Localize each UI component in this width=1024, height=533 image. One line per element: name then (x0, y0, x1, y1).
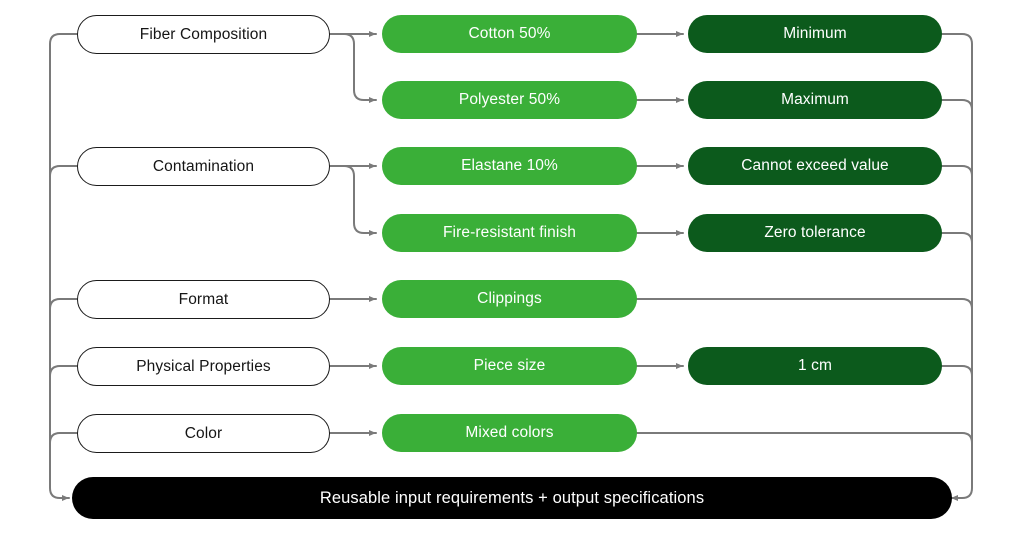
summary-bar[interactable]: Reusable input requirements + output spe… (72, 477, 952, 519)
category-format[interactable]: Format (77, 280, 330, 319)
attribute-mixed-colors[interactable]: Mixed colors (382, 414, 637, 452)
attribute-label: Piece size (473, 357, 546, 374)
summary-label: Reusable input requirements + output spe… (319, 488, 705, 507)
attribute-label: Polyester 50% (458, 91, 561, 108)
value-label: 1 cm (798, 357, 832, 374)
wire-left-rail-physical (49, 365, 78, 377)
wire-right-rail-mixed-colors (636, 432, 973, 444)
value-label: Zero tolerance (764, 224, 866, 241)
wire-contamination-to-fire (343, 165, 377, 236)
attribute-label: Fire-resistant finish (442, 224, 577, 241)
wire-right-rail-cannot-exceed (941, 165, 973, 177)
category-physical-properties[interactable]: Physical Properties (77, 347, 330, 386)
wire-left-rail-color (49, 432, 78, 444)
attribute-clippings[interactable]: Clippings (382, 280, 637, 318)
attribute-elastane-10[interactable]: Elastane 10% (382, 147, 637, 185)
wire-right-rail-zero-tolerance (941, 232, 973, 244)
category-label: Physical Properties (136, 357, 271, 375)
attribute-cotton-50[interactable]: Cotton 50% (382, 15, 637, 53)
value-one-cm[interactable]: 1 cm (688, 347, 942, 385)
attribute-piece-size[interactable]: Piece size (382, 347, 637, 385)
wire-right-rail-maximum (941, 99, 973, 111)
wire-left-rail-fiber (49, 33, 78, 501)
wire-left-rail-format (49, 298, 78, 310)
wire-right-rail-clippings (636, 298, 973, 310)
category-label: Format (178, 290, 229, 308)
attribute-polyester-50[interactable]: Polyester 50% (382, 81, 637, 119)
category-label: Contamination (152, 157, 255, 175)
value-cannot-exceed-value[interactable]: Cannot exceed value (688, 147, 942, 185)
category-fiber-composition[interactable]: Fiber Composition (77, 15, 330, 54)
attribute-label: Clippings (477, 290, 542, 307)
value-zero-tolerance[interactable]: Zero tolerance (688, 214, 942, 252)
value-label: Minimum (783, 25, 847, 42)
category-label: Fiber Composition (139, 25, 268, 43)
attribute-label: Cotton 50% (468, 25, 551, 42)
wire-right-rail-one-cm (941, 365, 973, 377)
wire-left-rail-contamination (49, 165, 78, 177)
category-color[interactable]: Color (77, 414, 330, 453)
value-maximum[interactable]: Maximum (688, 81, 942, 119)
wire-fiber-to-polyester (343, 33, 377, 103)
attribute-label: Elastane 10% (461, 157, 558, 174)
category-contamination[interactable]: Contamination (77, 147, 330, 186)
value-label: Maximum (781, 91, 849, 108)
value-label: Cannot exceed value (741, 157, 889, 174)
value-minimum[interactable]: Minimum (688, 15, 942, 53)
wire-right-rail-minimum (941, 33, 973, 501)
attribute-fire-resistant-finish[interactable]: Fire-resistant finish (382, 214, 637, 252)
attribute-label: Mixed colors (465, 424, 554, 441)
category-label: Color (184, 424, 223, 442)
